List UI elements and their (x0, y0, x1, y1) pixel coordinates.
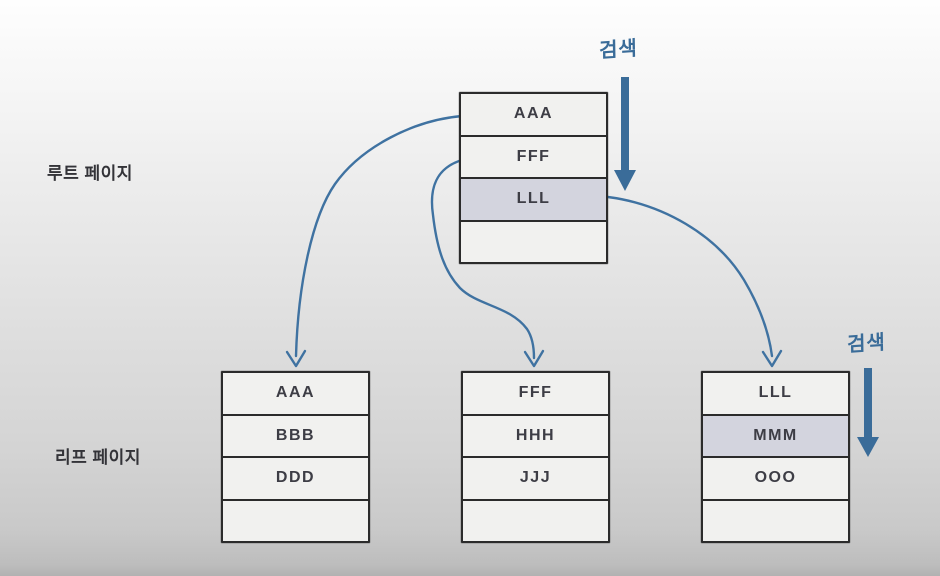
pointer-arrow-aaa-to-leaf1 (294, 114, 464, 358)
leaf-key-cell: AAA (223, 373, 368, 416)
leaf-key-cell: HHH (463, 416, 608, 458)
leaf-page-label: 리프 페이지 (55, 448, 141, 467)
leaf-key-cell: LLL (703, 373, 848, 416)
root-page-box: AAA FFF LLL (459, 92, 608, 264)
leaf-key-cell: BBB (223, 416, 368, 458)
leaf-page-box-2: FFF HHH JJJ (461, 371, 610, 543)
search-arrow-leaf-icon (857, 368, 879, 457)
root-key-cell: AAA (461, 94, 606, 137)
leaf-key-cell: OOO (703, 458, 848, 501)
root-key-cell-empty (461, 222, 606, 263)
arrowhead-leaf2-icon (523, 349, 545, 368)
leaf-key-cell-highlighted: MMM (703, 415, 848, 458)
leaf-page-box-3: LLL MMM OOO (701, 371, 850, 543)
leaf-key-cell: JJJ (463, 458, 608, 501)
leaf-key-cell-empty (463, 501, 608, 542)
leaf-page-box-1: AAA BBB DDD (221, 371, 370, 543)
search-arrow-root-icon (614, 77, 636, 191)
arrowhead-leaf1-icon (285, 349, 307, 368)
pointer-arrow-lll-to-leaf3 (606, 195, 774, 358)
leaf-key-cell-empty (223, 501, 368, 542)
leaf-key-cell: FFF (463, 373, 608, 416)
search-annotation-top: 검색 (598, 37, 639, 63)
arrowhead-leaf3-icon (761, 349, 783, 368)
search-annotation-right: 검색 (846, 331, 887, 357)
root-key-cell-highlighted: LLL (461, 179, 606, 222)
root-key-cell: FFF (461, 137, 606, 179)
leaf-key-cell: DDD (223, 458, 368, 501)
leaf-key-cell-empty (703, 501, 848, 542)
root-page-label: 루트 페이지 (47, 164, 133, 183)
